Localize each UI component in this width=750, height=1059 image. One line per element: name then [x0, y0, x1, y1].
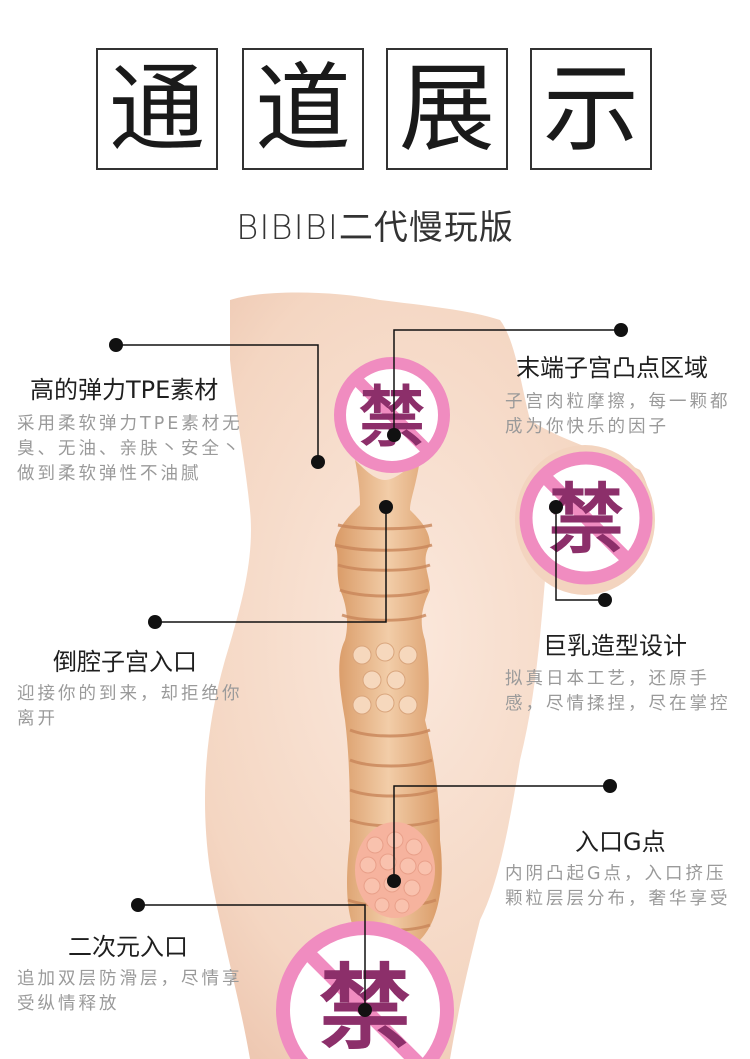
feature-label-tpe: 高的弹力TPE素材 — [30, 376, 219, 404]
feature-label-entrance: 二次元入口 — [68, 933, 188, 961]
feature-desc-entrance: 追加双层防滑层，尽情享受纵情释放 — [17, 969, 243, 1014]
channel-bumps — [352, 642, 418, 715]
feature-desc-g-spot: 内阴凸起G点，入口挤压颗粒层层分布，奢华享受 — [505, 864, 731, 909]
censor-glyph-right: 禁 — [548, 475, 624, 564]
g-spot-cluster — [355, 822, 435, 918]
title-char-4: 示 — [530, 48, 652, 170]
callout-line-entrance — [138, 904, 366, 1010]
feature-desc-inverted-cervix: 迎接你的到来，却拒绝你离开 — [17, 684, 243, 729]
callout-line-inverted-cervix — [155, 507, 387, 623]
feature-desc-breast: 拟真日本工艺，还原手感，尽情揉捏，尽在掌控 — [505, 669, 731, 714]
feature-desc-tpe: 采用柔软弹力TPE素材无臭、无油、亲肤丶安全丶做到柔软弹性不油腻 — [17, 414, 243, 484]
feature-label-g-spot: 入口G点 — [575, 828, 666, 856]
callout-line-breast — [555, 507, 605, 601]
callout-line-cervix-bumps — [393, 329, 621, 435]
title-char-1: 通 — [96, 48, 218, 170]
feature-desc-cervix-bumps: 子宫肉粒摩擦，每一颗都成为你快乐的因子 — [505, 392, 731, 437]
censor-badge-top — [334, 357, 450, 473]
callout-dots — [109, 323, 628, 1017]
product-subtitle: BIBIBI二代慢玩版 — [236, 208, 514, 248]
callout-line-g-spot — [393, 785, 610, 881]
title-row: 通 道 展 示 — [0, 48, 750, 174]
title-char-2: 道 — [242, 48, 364, 170]
censor-glyph-top: 禁 — [359, 379, 425, 456]
callout-line-tpe — [116, 344, 319, 462]
feature-label-breast: 巨乳造型设计 — [543, 632, 687, 660]
callout-lines — [116, 329, 621, 1010]
feature-label-cervix-bumps: 末端子宫凸点区域 — [516, 354, 708, 382]
title-char-3: 展 — [386, 48, 508, 170]
feature-label-inverted-cervix: 倒腔子宫入口 — [53, 648, 197, 676]
